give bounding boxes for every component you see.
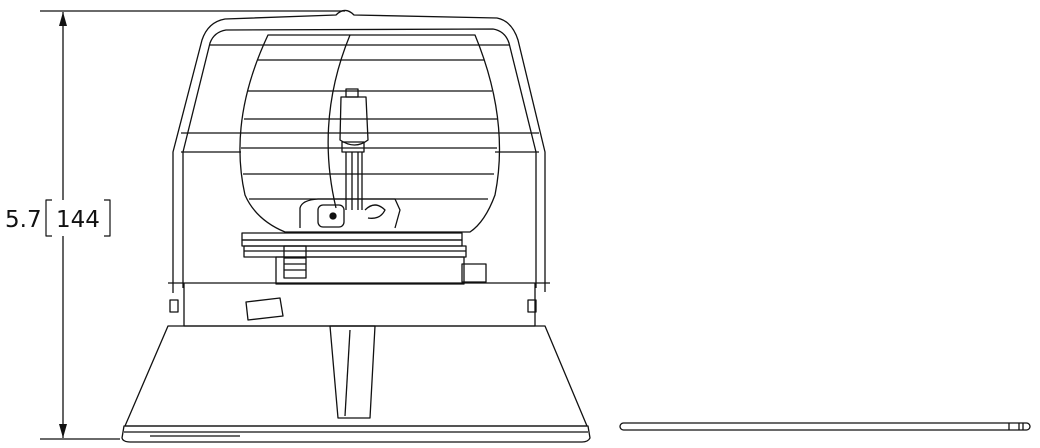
mount-plate-lower — [241, 239, 463, 247]
dimension-bracket-left — [45, 199, 52, 237]
rod-part — [619, 422, 1031, 431]
base-clip-right — [527, 299, 537, 313]
mounting-post-inner — [344, 329, 351, 417]
lens-outline — [239, 34, 501, 233]
dimension-arrow-bottom — [59, 424, 67, 438]
pivot-screw — [329, 212, 337, 220]
motor-tab — [461, 263, 487, 283]
base-clip-left — [169, 299, 179, 313]
lamp-clip — [317, 204, 345, 228]
lamp-holder — [299, 88, 401, 229]
base-skirt — [124, 325, 588, 427]
dimension-arrow-top — [59, 12, 67, 26]
mount-plate — [241, 232, 463, 241]
dimension-label-background — [2, 200, 118, 236]
beacon-assembly — [121, 9, 591, 443]
base-plate — [241, 232, 487, 285]
base-flange — [121, 425, 591, 443]
mounting-post — [329, 325, 376, 419]
rod-body — [619, 422, 1031, 431]
lamp-bracket — [299, 198, 401, 229]
height-dimension: 5.7 144 — [2, 10, 345, 440]
outer-dome — [172, 9, 546, 293]
fresnel-lens — [239, 34, 501, 233]
motor-gear — [283, 245, 307, 279]
base-latch — [245, 297, 284, 321]
lamp-collar — [341, 141, 365, 153]
inner-dome — [182, 28, 537, 288]
lamp-bulb — [339, 96, 369, 146]
dimension-secondary-value: 144 — [56, 207, 100, 233]
motor-housing — [275, 256, 465, 285]
lens-seam — [327, 34, 351, 209]
lamp-tip — [345, 88, 359, 98]
base-housing — [121, 282, 591, 443]
dimension-primary-value: 5.7 — [5, 207, 42, 233]
base-body — [183, 283, 536, 327]
dimension-bracket-right — [104, 199, 111, 237]
spring-clip — [364, 204, 386, 219]
